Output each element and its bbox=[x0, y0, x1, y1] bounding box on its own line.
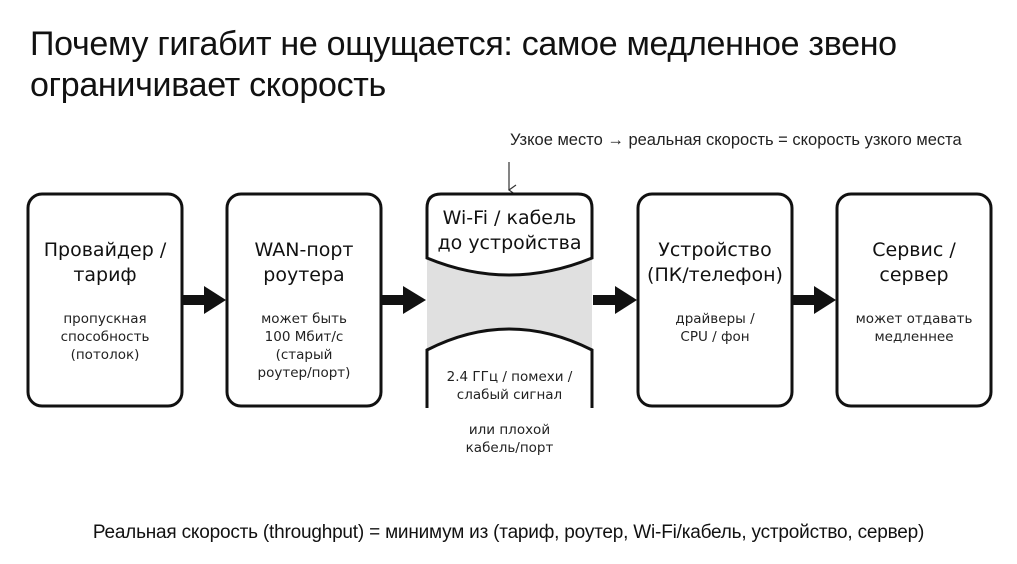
stage-title-line: (ПК/телефон) bbox=[647, 264, 783, 286]
stage-wifi-extra: или плохой кабель/порт bbox=[427, 421, 592, 457]
stage-subtitle: может отдавать медленнее bbox=[837, 310, 991, 346]
stage-sub-line: медленнее bbox=[874, 329, 954, 345]
page-title: Почему гигабит не ощущается: самое медле… bbox=[30, 25, 897, 104]
bottleneck-note: Узкое место → реальная скорость = скорос… bbox=[510, 131, 962, 149]
flow-arrow bbox=[792, 286, 836, 314]
stage-box-wifi-bottleneck bbox=[424, 192, 596, 416]
stage-title: Провайдер / тариф bbox=[28, 238, 182, 288]
stage-sub-line: способность bbox=[60, 329, 150, 345]
stage-sub-line: 100 Мбит/с bbox=[264, 329, 344, 345]
stage-sub-line: (потолок) bbox=[70, 347, 140, 363]
stage-wifi-subtitle: 2.4 ГГц / помехи / слабый сигнал bbox=[427, 368, 592, 404]
stage-title: WAN-порт роутера bbox=[227, 238, 381, 288]
stage-title-line: до устройства bbox=[437, 232, 582, 254]
stage-sub-line: слабый сигнал bbox=[456, 387, 563, 403]
stage-wan-port: WAN-порт роутера может быть 100 Мбит/с (… bbox=[227, 238, 381, 382]
stage-title-line: тариф bbox=[73, 264, 137, 286]
stage-subtitle: драйверы / CPU / фон bbox=[638, 310, 792, 346]
stage-title: Сервис / сервер bbox=[837, 238, 991, 288]
stage-title-line: Провайдер / bbox=[43, 239, 167, 261]
flow-arrow bbox=[381, 286, 426, 314]
stage-sub-line: CPU / фон bbox=[680, 329, 750, 345]
stage-sub-line: драйверы / bbox=[675, 311, 755, 327]
stage-title-line: Сервис / bbox=[872, 239, 956, 261]
flow-arrow bbox=[182, 286, 226, 314]
stage-subtitle: может быть 100 Мбит/с (старый роутер/пор… bbox=[227, 310, 381, 382]
throughput-formula: Реальная скорость (throughput) = минимум… bbox=[92, 522, 925, 543]
stage-title-line: роутера bbox=[263, 264, 345, 286]
stage-extra-line: или плохой bbox=[468, 422, 551, 438]
stage-extra-line: кабель/порт bbox=[465, 440, 554, 456]
stage-wifi-title: Wi-Fi / кабель до устройства bbox=[427, 206, 592, 256]
stage-sub-line: 2.4 ГГц / помехи / bbox=[446, 369, 573, 385]
stage-box-server bbox=[835, 192, 993, 408]
stage-title-line: сервер bbox=[879, 264, 949, 286]
flow-arrow bbox=[593, 286, 637, 314]
stage-sub-line: может отдавать bbox=[855, 311, 973, 327]
stage-sub-line: может быть bbox=[261, 311, 347, 327]
stage-title-line: WAN-порт bbox=[254, 239, 354, 261]
stage-title-line: Wi-Fi / кабель bbox=[442, 207, 577, 229]
stage-server: Сервис / сервер может отдавать медленнее bbox=[837, 238, 991, 346]
stage-device: Устройство (ПК/телефон) драйверы / CPU /… bbox=[638, 238, 792, 346]
stage-sub-line: (старый bbox=[275, 347, 333, 363]
stage-title: Устройство (ПК/телефон) bbox=[638, 238, 792, 288]
stage-sub-line: пропускная bbox=[63, 311, 147, 327]
stage-sub-line: роутер/порт) bbox=[257, 365, 351, 381]
stage-title-line: Устройство bbox=[658, 239, 772, 261]
stage-provider: Провайдер / тариф пропускная способность… bbox=[28, 238, 182, 364]
stage-subtitle: пропускная способность (потолок) bbox=[28, 310, 182, 364]
